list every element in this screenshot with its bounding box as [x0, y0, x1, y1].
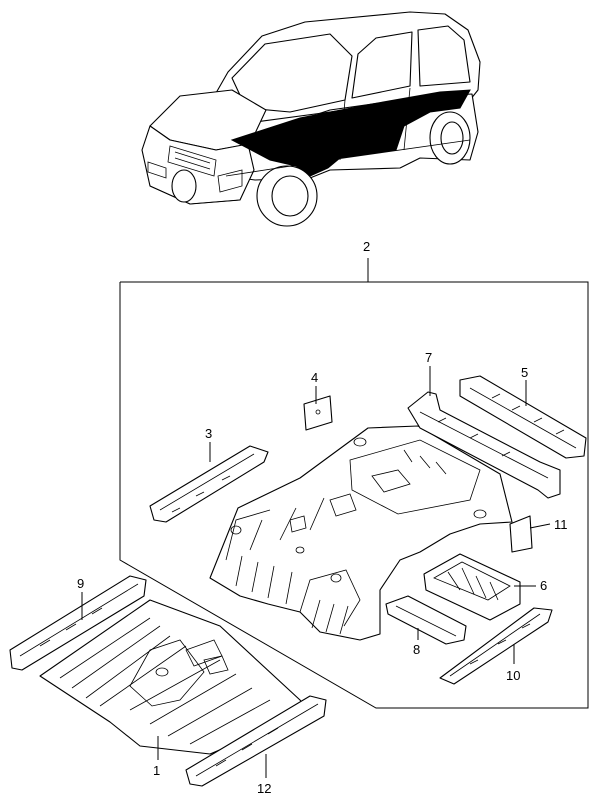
- callout-9: 9: [77, 576, 84, 591]
- callout-6: 6: [540, 578, 547, 593]
- part-9-sill-rail: [9, 575, 147, 671]
- leader-lines: [81, 366, 551, 778]
- part-6-tray: [423, 553, 521, 621]
- part-11-bracket: [509, 515, 533, 553]
- part-4-bracket: [303, 395, 333, 431]
- callout-4: 4: [311, 370, 318, 385]
- callout-5: 5: [521, 365, 528, 380]
- callout-3: 3: [205, 426, 212, 441]
- callout-11: 11: [554, 517, 568, 532]
- part-10-rail: [439, 607, 553, 685]
- part-5-crossmember: [459, 375, 587, 459]
- part-7-rear-crossmember: [407, 391, 561, 499]
- callout-1: 1: [153, 763, 160, 778]
- floor-panel-assembly: [209, 425, 513, 641]
- assembly-frame: [119, 258, 589, 709]
- part-3-floor-rail: [149, 445, 269, 523]
- callout-2: 2: [363, 239, 370, 254]
- callout-7: 7: [425, 350, 432, 365]
- part-12-sill-rail: [185, 695, 327, 787]
- callout-labels: 2 3 4 5 7 6 11 8 10 9 1 12: [77, 239, 568, 796]
- callout-10: 10: [506, 668, 520, 683]
- part-8-rail: [385, 595, 467, 645]
- vehicle-illustration: [141, 11, 481, 227]
- callout-8: 8: [413, 642, 420, 657]
- part-1-front-floor: [39, 599, 311, 755]
- callout-12: 12: [257, 781, 271, 796]
